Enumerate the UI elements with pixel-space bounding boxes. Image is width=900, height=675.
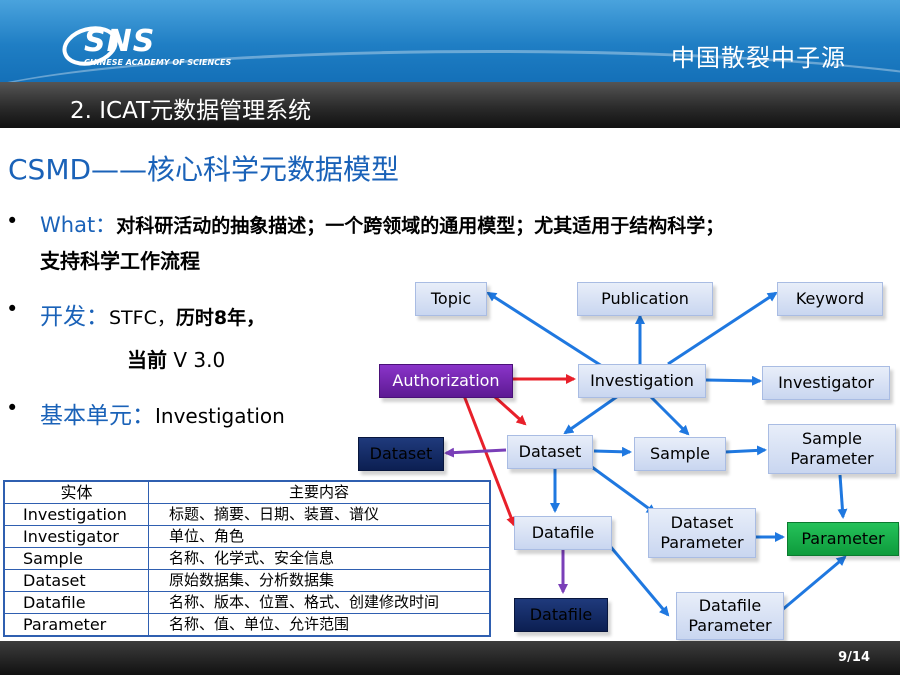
slide-title-bar: 2. ICAT元数据管理系统 xyxy=(0,82,900,128)
what-text-line2: 支持科学工作流程 xyxy=(40,249,200,273)
arrow-investigation-sample xyxy=(648,394,690,436)
footer-bar: 9/14 xyxy=(0,641,900,675)
bullet-dot: • xyxy=(6,297,19,321)
what-label: What： xyxy=(40,213,117,237)
node-dataset-parameter-l2: Parameter xyxy=(660,533,744,552)
arrow-sampleparam-parameter xyxy=(837,474,848,519)
node-keyword: Keyword xyxy=(777,282,883,316)
node-datafile-dark: Datafile xyxy=(514,598,608,632)
bullet-what-line1: What：对科研活动的抽象描述；一个跨领域的通用模型；尤其适用于结构科学； xyxy=(40,209,724,239)
sns-logo: SNS CHINESE ACADEMY OF SCIENCES xyxy=(62,20,262,72)
table-cell-entity: Parameter xyxy=(3,613,149,637)
node-sample: Sample xyxy=(634,437,726,471)
node-dataset-parameter-l1: Dataset xyxy=(670,513,734,532)
bullet-dot: • xyxy=(6,209,19,233)
node-datafile-parameter: Datafile Parameter xyxy=(676,592,784,640)
arrow-dataset-datasetparam xyxy=(584,460,657,515)
node-sample-parameter: Sample Parameter xyxy=(768,424,896,474)
node-investigation: Investigation xyxy=(578,364,706,398)
node-sample-parameter-l1: Sample xyxy=(802,429,862,448)
table-cell-content: 单位、角色 xyxy=(148,525,491,548)
bullet-unit-line: 基本单元：Investigation xyxy=(40,396,285,430)
arrow-investigation-keyword xyxy=(667,291,778,366)
dev-label: 开发： xyxy=(40,304,109,330)
header-banner: SNS CHINESE ACADEMY OF SCIENCES 中国散裂中子源 xyxy=(0,0,900,82)
dev-line2-a: 当前 xyxy=(127,348,167,372)
logo-subtitle: CHINESE ACADEMY OF SCIENCES xyxy=(84,58,232,67)
unit-label: 基本单元： xyxy=(40,403,155,429)
node-investigator: Investigator xyxy=(762,366,890,400)
table-cell-content: 名称、版本、位置、格式、创建修改时间 xyxy=(148,591,491,614)
page-number: 9/14 xyxy=(838,650,870,665)
arrow-datafileparam-parameter xyxy=(781,555,847,612)
dev-text-a: STFC， xyxy=(109,307,176,329)
organization-name: 中国散裂中子源 xyxy=(671,44,846,72)
unit-text: Investigation xyxy=(155,404,285,428)
node-parameter: Parameter xyxy=(787,522,899,556)
node-topic: Topic xyxy=(415,282,487,316)
node-datafile-parameter-l1: Datafile xyxy=(698,596,762,615)
node-dataset-parameter: Dataset Parameter xyxy=(648,508,756,558)
slide-title: 2. ICAT元数据管理系统 xyxy=(70,98,312,124)
node-dataset-dark: Dataset xyxy=(358,437,444,471)
what-text-line1: 对科研活动的抽象描述；一个跨领域的通用模型；尤其适用于结构科学； xyxy=(116,215,725,237)
arrow-dataset-sample xyxy=(593,446,632,457)
node-datafile-parameter-l2: Parameter xyxy=(688,616,772,635)
bullet-dev-line2: 当前 V 3.0 xyxy=(127,344,225,373)
table-header-content: 主要内容 xyxy=(148,480,491,504)
arrow-datafile-datafileparam xyxy=(608,545,670,617)
table-cell-entity: Investigation xyxy=(3,503,149,526)
table-cell-content: 名称、值、单位、允许范围 xyxy=(148,613,491,637)
dev-text-b: 历时8年， xyxy=(175,307,266,329)
section-heading: CSMD——核心科学元数据模型 xyxy=(8,153,400,186)
arrow-dataset-dataset-dark xyxy=(444,447,507,458)
bullet-dev-line1: 开发：STFC，历时8年， xyxy=(40,297,265,331)
node-datafile: Datafile xyxy=(514,516,612,550)
logo-text: SNS xyxy=(84,24,156,59)
node-sample-parameter-l2: Parameter xyxy=(790,449,874,468)
arrow-sample-sampleparam xyxy=(724,445,767,456)
node-dataset: Dataset xyxy=(507,435,593,469)
arrow-investigation-dataset xyxy=(563,394,619,435)
arrow-auth-datafile xyxy=(461,392,516,527)
arrow-investigation-topic xyxy=(486,291,606,370)
arrow-investigation-investigator xyxy=(705,375,762,386)
logo-ring-icon xyxy=(62,26,118,66)
dev-line2-b: V 3.0 xyxy=(167,348,226,372)
node-publication: Publication xyxy=(577,282,713,316)
header-swoosh xyxy=(0,50,900,82)
table-cell-entity: Datafile xyxy=(3,591,149,614)
bullet-dot: • xyxy=(6,396,19,420)
node-authorization: Authorization xyxy=(379,364,513,398)
